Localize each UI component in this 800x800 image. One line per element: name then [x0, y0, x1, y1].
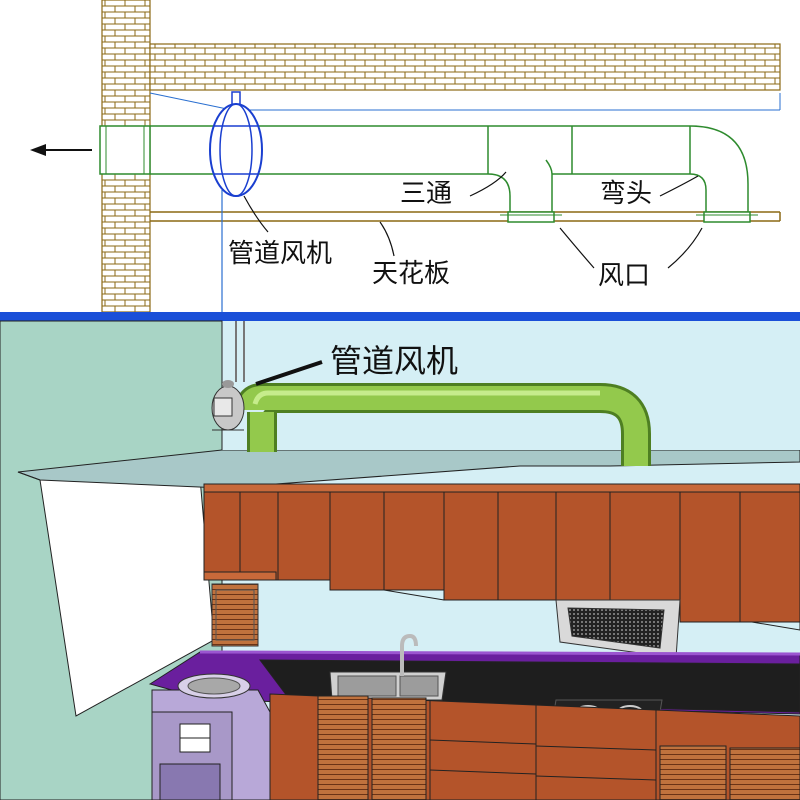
- wall-vent-grille: [211, 583, 259, 647]
- label-fan: 管道风机: [228, 239, 332, 269]
- duct-pipe: [235, 383, 651, 466]
- section-divider: [0, 312, 800, 321]
- exhaust-arrow: [30, 144, 92, 156]
- upper-cabinets: [203, 483, 800, 631]
- ceiling-board: [150, 211, 781, 222]
- fan-leader: [255, 360, 323, 386]
- brick-slab: [149, 43, 781, 91]
- label-elbow: 弯头: [600, 179, 652, 209]
- leader-lines: [243, 171, 703, 269]
- label-vent: 风口: [598, 261, 650, 291]
- top-section-diagram: 三通 弯头 管道风机 天花板 风口: [30, 0, 781, 313]
- wash-basin-stand: [151, 673, 271, 800]
- bottom-section-kitchen: 管道风机: [0, 320, 800, 800]
- main-duct: [150, 125, 749, 214]
- wall-sleeve-inner: [105, 125, 145, 175]
- vent-left: [507, 211, 555, 223]
- range-hood: [555, 599, 681, 659]
- label-fan-bottom: 管道风机: [330, 342, 458, 380]
- vent-right: [703, 211, 751, 223]
- hanger-line: [149, 92, 233, 111]
- duct-fan-unit: [211, 380, 245, 431]
- wall-sleeve: [99, 125, 151, 175]
- kitchen-sink: [329, 633, 447, 701]
- inline-fan: [209, 91, 263, 197]
- label-tee: 三通: [400, 179, 452, 209]
- lower-cabinets: [269, 693, 800, 800]
- label-ceiling: 天花板: [372, 259, 450, 289]
- tee-inner-arc: [545, 159, 553, 175]
